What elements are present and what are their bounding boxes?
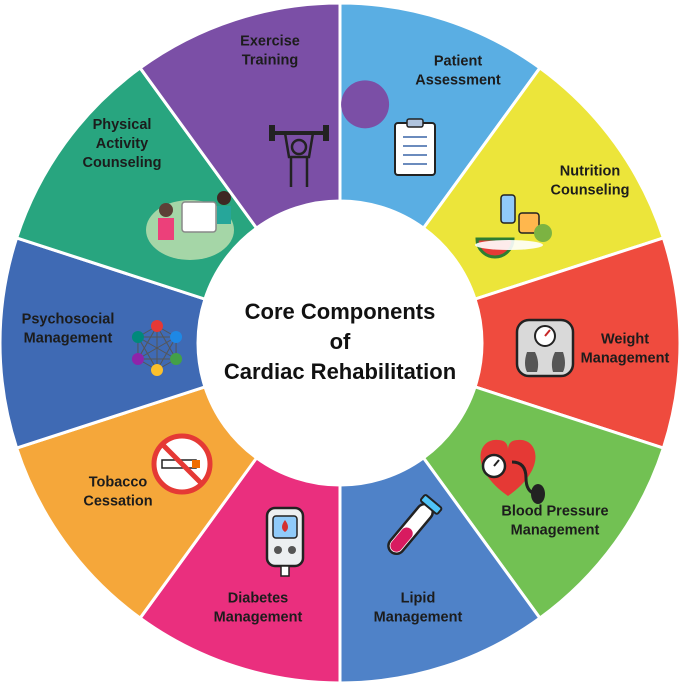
center-title-line-3: Cardiac Rehabilitation: [224, 359, 456, 384]
label-weight-management-line-2: Management: [581, 351, 670, 367]
label-patient-assessment-line-1: Patient: [434, 54, 483, 70]
label-blood-pressure-management-line-1: Blood Pressure: [501, 504, 608, 520]
label-physical-activity-counseling-line-2: Activity: [96, 136, 148, 152]
center-circle: [198, 201, 482, 485]
clipboard-icon: [394, 118, 436, 176]
test-tube-icon: [387, 494, 443, 556]
label-patient-assessment-line-2: Assessment: [415, 73, 501, 89]
label-psychosocial-management-line-1: Psychosocial: [22, 312, 115, 328]
label-diabetes-management-line-1: Diabetes: [228, 591, 288, 607]
label-weight-management-line-1: Weight: [601, 332, 649, 348]
blood-pressure-monitor-icon: [480, 439, 545, 504]
label-diabetes-management-line-2: Management: [214, 610, 303, 626]
center-title-line-2: of: [330, 329, 351, 354]
label-lipid-management-line-1: Lipid: [401, 591, 436, 607]
people-network-icon: [131, 320, 183, 376]
no-smoking-icon: [151, 433, 213, 495]
puzzle-tab: [341, 80, 390, 129]
label-lipid-management-line-2: Management: [374, 610, 463, 626]
healthy-food-icon: [475, 194, 552, 259]
label-tobacco-cessation-line-2: Cessation: [83, 494, 152, 510]
label-nutrition-counseling-line-1: Nutrition: [560, 164, 620, 180]
label-physical-activity-counseling-line-3: Counseling: [83, 155, 162, 171]
center-title: Core Components of Cardiac Rehabilitatio…: [224, 299, 456, 384]
label-blood-pressure-management-line-2: Management: [511, 523, 600, 539]
scale-icon: [515, 318, 575, 378]
label-psychosocial-management-line-2: Management: [24, 331, 113, 347]
counseling-session-icon: [146, 191, 234, 260]
weightlifter-icon: [269, 125, 329, 187]
label-tobacco-cessation-line-1: Tobacco: [89, 475, 148, 491]
label-exercise-training-line-1: Exercise: [240, 34, 300, 50]
glucometer-icon: [265, 506, 305, 577]
label-physical-activity-counseling-line-1: Physical: [93, 117, 152, 133]
center-title-line-1: Core Components: [245, 299, 436, 324]
label-exercise-training-line-2: Training: [242, 53, 298, 69]
label-nutrition-counseling-line-2: Counseling: [551, 183, 630, 199]
